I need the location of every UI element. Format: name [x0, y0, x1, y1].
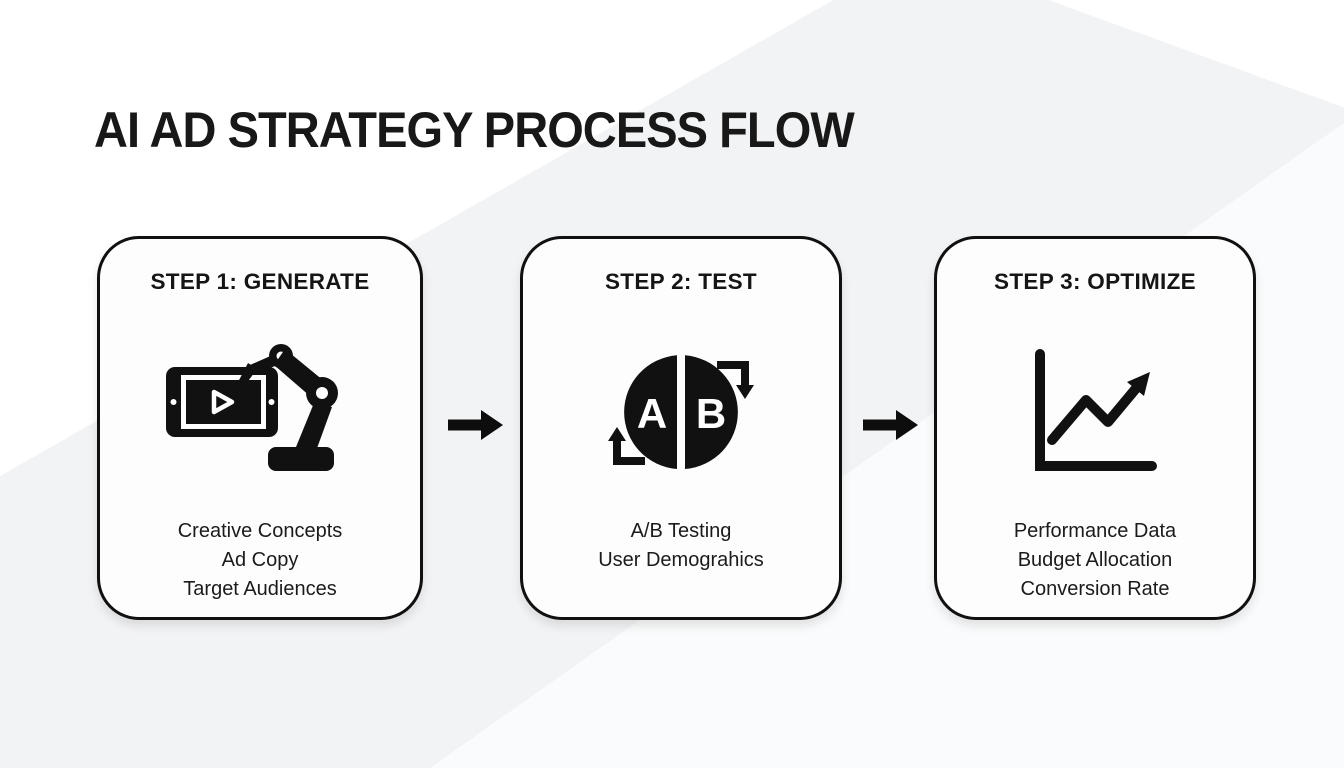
growth-chart-icon — [1035, 349, 1157, 471]
step-1-header: STEP 1: GENERATE — [150, 269, 370, 294]
step-1-card: STEP 1: GENERATE — [97, 236, 423, 620]
detail-line: Budget Allocation — [1017, 549, 1173, 571]
step-2-icon-area: A B — [523, 337, 839, 487]
step-3-header: STEP 3: OPTIMIZE — [994, 269, 1196, 294]
step-2-details: A/B Testing User Demograhics — [523, 517, 839, 575]
detail-line: Performance Data — [1013, 520, 1177, 542]
detail-line: Creative Concepts — [177, 520, 343, 542]
step-2-card: STEP 2: TEST A B A/B Testing User Demogr… — [520, 236, 842, 620]
ab-letter-a: A — [637, 390, 667, 437]
ab-test-icon: A B — [608, 355, 754, 469]
step-3-card: STEP 3: OPTIMIZE Performance Data Budget… — [934, 236, 1256, 620]
step-2-header: STEP 2: TEST — [605, 269, 757, 294]
detail-line: Target Audiences — [183, 578, 337, 600]
detail-line: A/B Testing — [630, 520, 732, 542]
arrow-right-icon — [448, 410, 503, 440]
step-1-icon-area — [100, 337, 420, 487]
detail-line: User Demograhics — [598, 549, 764, 571]
detail-line: Conversion Rate — [1020, 578, 1170, 600]
detail-line: Ad Copy — [221, 549, 299, 571]
arrow-right-icon — [863, 410, 918, 440]
page-title: AI AD STRATEGY PROCESS FLOW — [94, 102, 855, 158]
ab-letter-b: B — [696, 390, 726, 437]
robot-arm-tablet-icon — [166, 344, 338, 471]
step-1-details: Creative Concepts Ad Copy Target Audienc… — [100, 517, 420, 604]
step-3-icon-area — [937, 337, 1253, 487]
step-3-details: Performance Data Budget Allocation Conve… — [937, 517, 1253, 604]
